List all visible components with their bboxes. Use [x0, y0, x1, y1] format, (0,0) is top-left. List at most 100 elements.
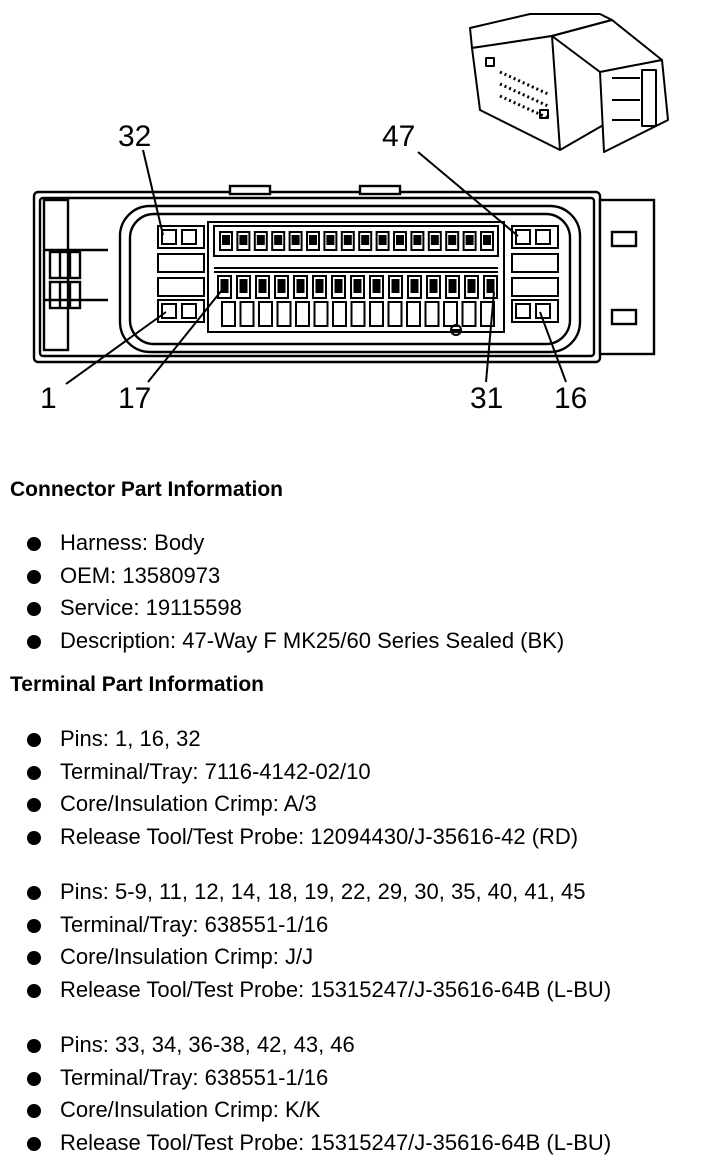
terminal-contact [467, 279, 476, 293]
terminal-cavity [313, 301, 329, 327]
terminal-contact [326, 235, 335, 245]
terminal-contact [448, 279, 457, 293]
bot-row-cavities [221, 301, 495, 327]
connector-info-list: Harness: Body OEM: 13580973 Service: 191… [0, 527, 564, 658]
list-item: Terminal/Tray: 638551-1/16 [0, 909, 611, 942]
bullet-icon [27, 984, 41, 999]
mid-row-cavities [217, 275, 498, 299]
bullet-icon [27, 569, 41, 584]
bullet-icon [27, 1071, 41, 1086]
list-item-text: Core/Insulation Crimp: A/3 [60, 791, 317, 817]
terminal-cavity [221, 301, 236, 327]
terminal-cavity [258, 301, 273, 327]
terminal-contact [315, 279, 324, 293]
terminal-info-title: Terminal Part Information [10, 673, 264, 696]
list-item-text: Core/Insulation Crimp: J/J [60, 944, 314, 970]
list-item-text: Release Tool/Test Probe: 12094430/J-3561… [60, 824, 579, 850]
terminal-contact [372, 279, 381, 293]
list-item-text: Core/Insulation Crimp: K/K [60, 1097, 321, 1123]
connector-iso-illustration [469, 13, 669, 153]
terminal-contact [429, 279, 438, 293]
terminal-contact [296, 279, 305, 293]
terminal-cavity [369, 301, 384, 327]
terminal-contact [277, 279, 286, 293]
connector-info-title: Connector Part Information [10, 478, 284, 501]
terminal-contact [413, 235, 422, 245]
terminal-contact [465, 235, 474, 245]
terminal-contact [334, 279, 343, 293]
terminal-cavity [424, 301, 440, 327]
terminal-contact [378, 235, 387, 245]
list-item: Service: 19115598 [0, 592, 564, 625]
pin-callout-32: 32 [118, 120, 151, 153]
terminal-cavity [332, 301, 347, 327]
terminal-cavity [461, 301, 477, 327]
right-cavity-block [511, 225, 559, 323]
center-cavity-field [207, 221, 505, 336]
bullet-icon [27, 537, 41, 551]
bullet-icon [27, 798, 41, 813]
terminal-contact [391, 279, 400, 293]
pin-callout-1: 1 [40, 382, 57, 415]
left-cavity-block [157, 225, 205, 323]
list-item: Description: 47-Way F MK25/60 Series Sea… [0, 625, 564, 658]
terminal-contact [220, 279, 229, 293]
bullet-icon [27, 765, 41, 780]
bullet-icon [27, 602, 41, 617]
terminal-contact [396, 235, 404, 245]
bullet-icon [27, 733, 41, 747]
list-item-text: Terminal/Tray: 7116-4142-02/10 [60, 758, 371, 784]
list-item: Core/Insulation Crimp: A/3 [0, 788, 578, 821]
terminal-contact [448, 235, 457, 245]
terminal-contact [256, 235, 265, 245]
terminal-contact [353, 279, 362, 293]
pin-callout-31: 31 [470, 382, 503, 415]
bullet-icon [27, 1104, 41, 1119]
list-item: Release Tool/Test Probe: 12094430/J-3561… [0, 821, 578, 854]
terminal-contact [361, 235, 370, 245]
callout-leader-lines [65, 149, 567, 385]
terminal-contact [343, 235, 352, 245]
terminal-contact [483, 235, 491, 245]
list-item-text: Harness: Body [60, 530, 205, 555]
bullet-icon [27, 886, 41, 900]
pin-callout-17: 17 [118, 382, 151, 415]
terminal-cavity [276, 301, 292, 327]
list-item-text: OEM: 13580973 [60, 562, 221, 588]
terminal-contact [291, 235, 300, 245]
bullet-icon [27, 951, 41, 966]
terminal-cavity [443, 301, 458, 327]
list-item: Pins: 1, 16, 32 [0, 723, 578, 756]
terminal-contact [239, 279, 248, 293]
terminal-group-1: Pins: 1, 16, 32 Terminal/Tray: 7116-4142… [0, 723, 578, 854]
terminal-cavity [350, 301, 366, 327]
list-item-text: Pins: 33, 34, 36-38, 42, 43, 46 [60, 1032, 355, 1057]
terminal-contact [222, 235, 230, 245]
list-item-text: Terminal/Tray: 638551-1/16 [60, 1064, 329, 1090]
terminal-cavity [406, 301, 421, 327]
list-item: Core/Insulation Crimp: J/J [0, 941, 611, 974]
list-item-text: Terminal/Tray: 638551-1/16 [60, 911, 329, 937]
list-item-text: Service: 19115598 [60, 595, 242, 621]
list-item: Release Tool/Test Probe: 15315247/J-3561… [0, 1127, 611, 1160]
list-item: Core/Insulation Crimp: K/K [0, 1094, 611, 1127]
list-item-text: Release Tool/Test Probe: 15315247/J-3561… [60, 977, 612, 1003]
terminal-cavity [387, 301, 403, 327]
list-item: Terminal/Tray: 7116-4142-02/10 [0, 756, 578, 789]
list-item: Terminal/Tray: 638551-1/16 [0, 1062, 611, 1095]
list-item-text: Description: 47-Way F MK25/60 Series Sea… [60, 628, 565, 654]
terminal-contact [258, 279, 267, 293]
pin-callout-16: 16 [554, 382, 587, 415]
terminal-contact [239, 235, 248, 245]
list-item-text: Pins: 5-9, 11, 12, 14, 18, 19, 22, 29, 3… [60, 879, 586, 904]
list-item: Pins: 33, 34, 36-38, 42, 43, 46 [0, 1029, 611, 1062]
top-row-cavities [219, 231, 494, 251]
terminal-contact [309, 235, 317, 245]
terminal-contact [486, 279, 495, 293]
list-item: Harness: Body [0, 527, 564, 560]
list-item-text: Release Tool/Test Probe: 15315247/J-3561… [60, 1130, 612, 1156]
bullet-icon [27, 1137, 41, 1152]
terminal-contact [430, 235, 439, 245]
terminal-cavity [295, 301, 310, 327]
bullet-icon [27, 831, 41, 846]
